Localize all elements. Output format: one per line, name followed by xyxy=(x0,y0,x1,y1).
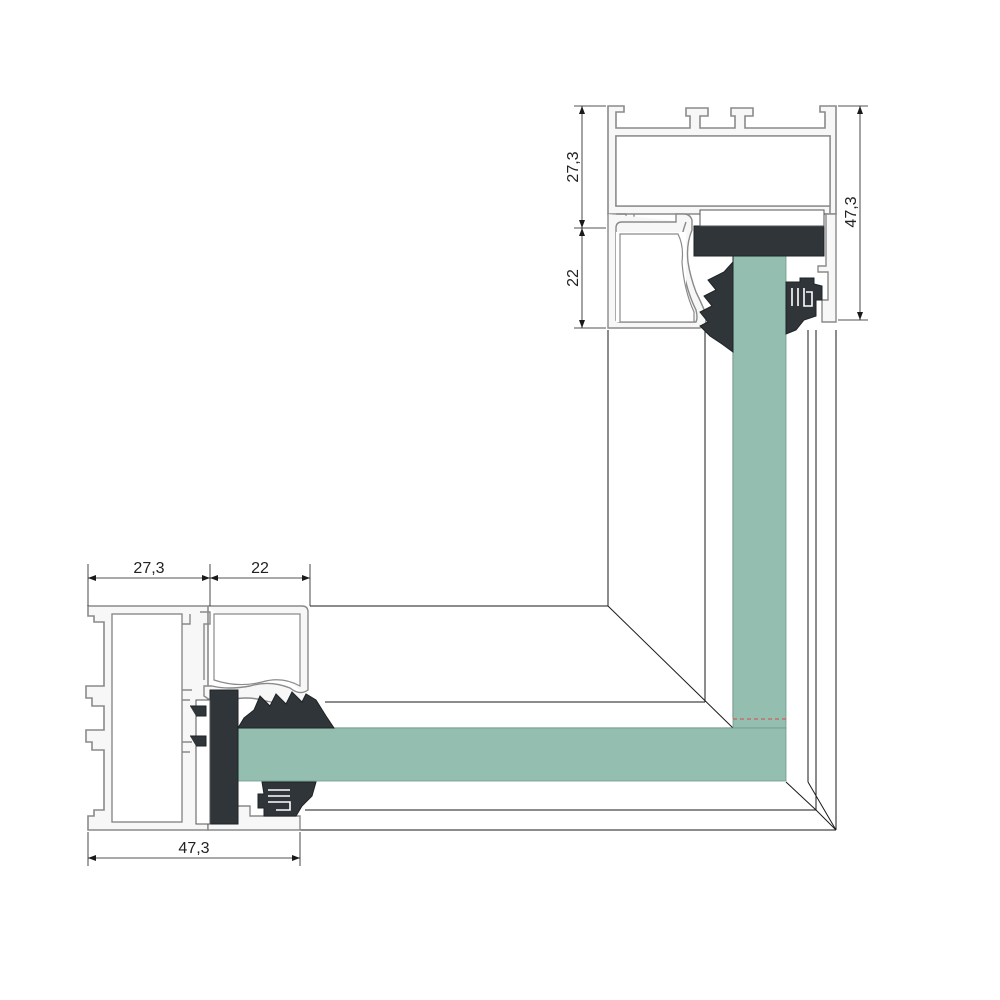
upper-profile-chamber xyxy=(615,135,831,207)
dim-right-lower: 22 xyxy=(565,269,582,287)
frame-outline-lines xyxy=(290,330,837,831)
upper-dimensions: 27,3 22 47,3 xyxy=(565,105,868,329)
lower-profile-chamber xyxy=(111,613,183,823)
dim-bottom-right-upper: 22 xyxy=(251,560,269,577)
glass-horizontal xyxy=(237,727,787,782)
dim-right-overall: 47,3 xyxy=(843,196,860,227)
upper-glazing-bead-gasket xyxy=(693,225,825,257)
glass-vertical xyxy=(732,255,787,729)
lower-dimensions: 27,3 22 47,3 xyxy=(87,560,311,866)
lower-gaskets xyxy=(190,689,335,825)
dim-right-upper: 27,3 xyxy=(565,151,582,182)
upper-right-profile xyxy=(607,105,837,329)
upper-gaskets xyxy=(693,209,825,353)
dim-bottom-left-upper: 27,3 xyxy=(133,560,164,577)
upper-profile-right-lip xyxy=(817,213,837,323)
lower-outer-wedge-gasket xyxy=(257,781,317,817)
lower-inner-wedge-gasket xyxy=(237,691,335,729)
lower-profile-notches xyxy=(182,614,192,753)
glass-pane xyxy=(237,255,787,782)
lower-left-profile xyxy=(85,605,309,831)
lower-glazing-bead-gasket xyxy=(209,689,239,825)
dim-bottom-overall: 47,3 xyxy=(178,840,209,857)
upper-inner-wedge-gasket xyxy=(699,256,734,353)
